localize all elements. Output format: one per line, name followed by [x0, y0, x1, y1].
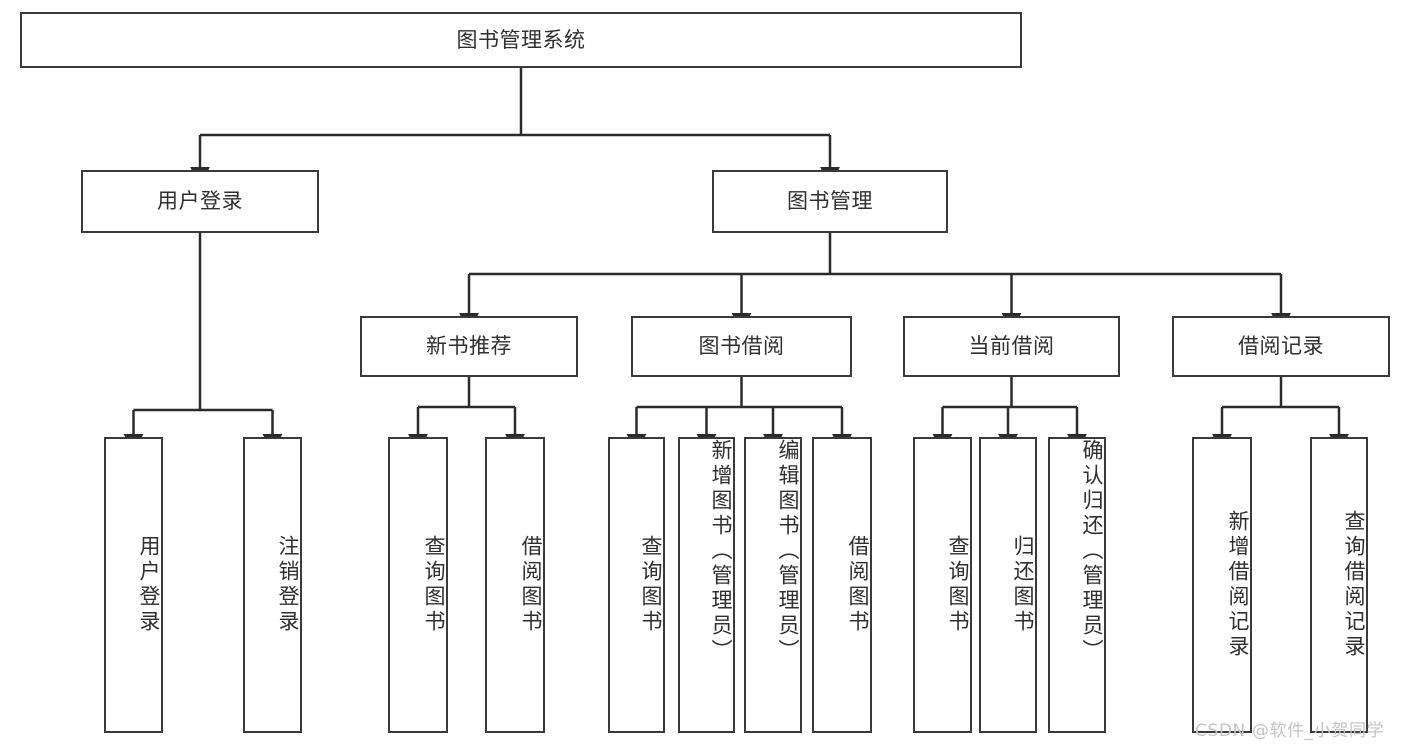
node-label: 当前借阅 — [968, 334, 1055, 359]
node-leaf-logout[interactable]: 注销登录 — [243, 437, 302, 733]
node-label: 归还图书 — [1011, 535, 1035, 635]
node-label: 确认归还（管理员） — [1080, 439, 1104, 664]
node-label: 新书推荐 — [426, 334, 512, 359]
node-label: 图书借阅 — [698, 334, 785, 359]
node-l3-new-book[interactable]: 新书推荐 — [360, 316, 578, 377]
node-leaf-nb-borrow[interactable]: 借阅图书 — [485, 437, 545, 733]
node-leaf-bb-edit[interactable]: 编辑图书（管理员） — [744, 437, 802, 733]
node-label: 查询借阅记录 — [1342, 510, 1366, 660]
node-label: 借阅记录 — [1238, 334, 1324, 359]
node-leaf-user-login[interactable]: 用户登录 — [104, 437, 163, 733]
node-label: 新增图书（管理员） — [709, 439, 733, 664]
node-root[interactable]: 图书管理系统 — [20, 12, 1022, 68]
node-leaf-cb-query[interactable]: 查询图书 — [913, 437, 972, 733]
node-l3-borrow[interactable]: 图书借阅 — [631, 316, 852, 377]
node-l2-user-login[interactable]: 用户登录 — [81, 170, 319, 233]
node-label: 用户登录 — [137, 535, 161, 635]
node-label: 用户登录 — [157, 189, 243, 214]
node-label: 查询图书 — [946, 535, 970, 635]
node-label: 借阅图书 — [846, 535, 870, 635]
node-label: 编辑图书（管理员） — [776, 439, 800, 664]
node-l3-record[interactable]: 借阅记录 — [1172, 316, 1390, 377]
node-label: 图书管理 — [787, 189, 873, 214]
node-l2-book-mgmt[interactable]: 图书管理 — [712, 170, 948, 233]
connector-lines — [123, 68, 1349, 454]
node-l3-current[interactable]: 当前借阅 — [903, 316, 1120, 377]
node-leaf-rc-add[interactable]: 新增借阅记录 — [1192, 437, 1252, 733]
node-leaf-rc-query[interactable]: 查询借阅记录 — [1310, 437, 1368, 733]
node-leaf-bb-borrow[interactable]: 借阅图书 — [812, 437, 872, 733]
node-leaf-nb-query[interactable]: 查询图书 — [388, 437, 448, 733]
node-leaf-bb-query[interactable]: 查询图书 — [608, 437, 665, 733]
node-label: 图书管理系统 — [456, 27, 586, 52]
node-leaf-cb-confirm[interactable]: 确认归还（管理员） — [1048, 437, 1106, 733]
node-label: 注销登录 — [276, 535, 300, 635]
node-leaf-cb-return[interactable]: 归还图书 — [979, 437, 1037, 733]
node-label: 查询图书 — [639, 535, 663, 635]
node-leaf-bb-add[interactable]: 新增图书（管理员） — [678, 437, 735, 733]
node-label: 借阅图书 — [519, 535, 543, 635]
node-label: 查询图书 — [422, 535, 446, 635]
node-label: 新增借阅记录 — [1226, 510, 1250, 660]
